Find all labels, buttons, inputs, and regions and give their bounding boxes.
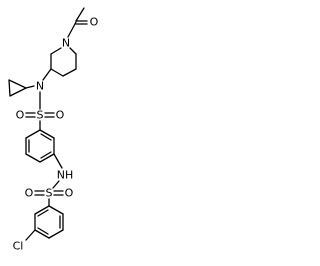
bond-ring2-1 [48, 205, 64, 215]
sulfonamide-nitrogen-group: N [8, 68, 52, 110]
bond-ring1-6 [25, 129, 41, 139]
bond-ring1-inner-b [40, 133, 52, 141]
atom-sulfonyl-2-oxygen-right: O [65, 187, 74, 200]
bond-nh-sulfur [52, 180, 60, 189]
atom-sulfonyl-1-oxygen-right: O [56, 109, 65, 122]
atom-chlorine: Cl [13, 240, 24, 253]
bond-cp-2 [8, 79, 11, 97]
molecule-structure: O N N S O O [8, 7, 99, 253]
amide-nh-group: NH [52, 153, 74, 189]
sulfonyl-group-1: S O O [16, 109, 65, 131]
atom-sulfonyl-1-sulfur: S [37, 109, 44, 122]
chlorophenyl-ring [25, 205, 64, 241]
sulfonyl-group-2: S O O [25, 187, 74, 207]
bond-ring1-1 [39, 129, 55, 139]
piperidine-ring: N [50, 37, 77, 77]
bond-ring2-inner-c [37, 227, 49, 235]
bond-nitrogen-cyclopropyl [25, 85, 35, 89]
bond-cp-3 [9, 87, 27, 97]
bond-pip-c6-n [69, 47, 77, 55]
atom-amide-nh: NH [57, 169, 74, 182]
central-benzene-ring [25, 129, 55, 163]
bond-ring-chlorine [25, 229, 36, 241]
bond-ring1-4 [25, 153, 41, 163]
bond-pip-n-c2 [50, 47, 62, 55]
bond-cp-1 [8, 79, 27, 89]
atom-piperidine-nitrogen: N [62, 37, 70, 50]
bond-ring2-inner-b [37, 209, 49, 217]
bond-pip-c3-c4 [50, 68, 64, 77]
bond-pip-c4-c5 [62, 68, 77, 77]
atom-sulfonamide-nitrogen: N [36, 80, 44, 93]
atom-sulfonyl-2-sulfur: S [46, 187, 53, 200]
bond-ring2-4 [34, 229, 50, 239]
bond-carbonyl-nitrogen [67, 21, 77, 38]
cyclopropyl-ring [8, 79, 27, 97]
bond-c4-nitrogen [42, 68, 52, 81]
atom-sulfonyl-2-oxygen-left: O [25, 187, 34, 200]
bond-ring1-3 [39, 153, 55, 163]
bond-ring2-6 [34, 205, 50, 215]
acetyl-group: O [67, 7, 99, 38]
bond-ring1-inner-c [40, 151, 52, 159]
atom-ketone-oxygen: O [90, 16, 99, 29]
bond-ring-nh [53, 153, 63, 169]
bond-methyl-carbonyl [75, 7, 85, 22]
atom-sulfonyl-1-oxygen-left: O [16, 109, 25, 122]
bond-ring2-3 [48, 229, 64, 239]
